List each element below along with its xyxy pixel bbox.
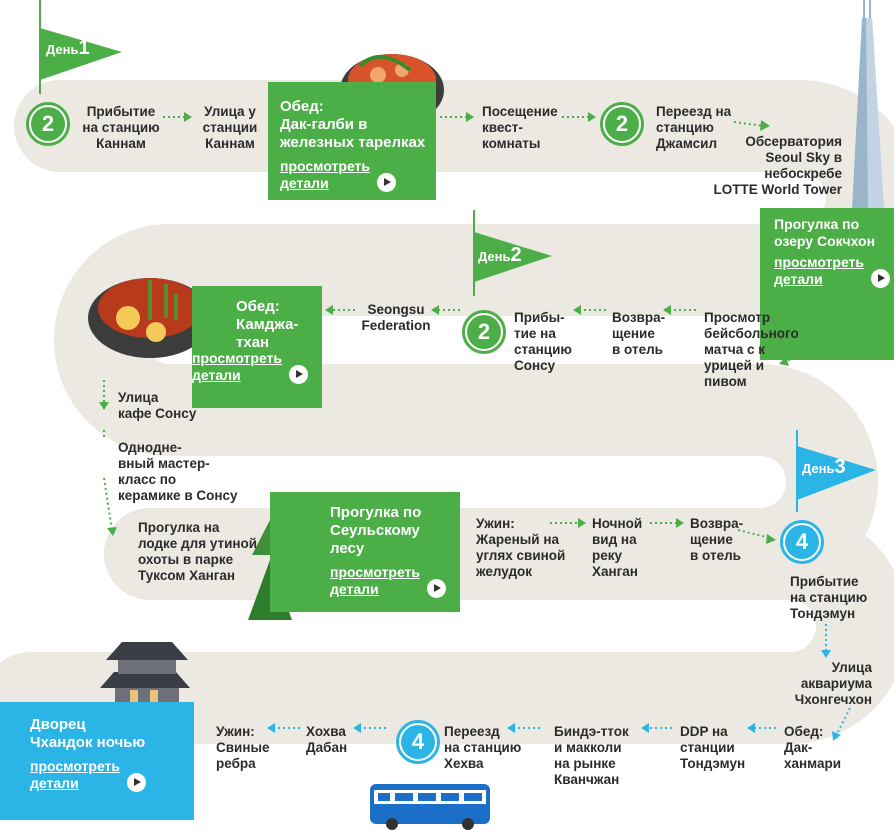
arrow-heads — [99, 112, 841, 741]
aquarium-street-label: Улица аквариума Чхонгечхон — [794, 660, 872, 707]
seongsu-federation-label: Seongsu Federation — [361, 302, 431, 333]
to-hyehwa-label: Переезд на станцию Хехва — [444, 724, 522, 771]
lotte-tower-illustration — [852, 0, 884, 210]
changdeok-details-link[interactable]: просмотреть детали — [30, 758, 148, 792]
bus-illustration — [370, 784, 490, 830]
play-icon — [127, 773, 147, 792]
line4-badge-dongdaemun: 4 — [780, 520, 824, 564]
dakhanmari-lunch-label: Обед: Дак- ханмари — [784, 724, 842, 771]
changdeok-palace-card: Дворец Чхандок ночью просмотреть детали — [0, 702, 194, 820]
line4-badge-hyehwa: 4 — [396, 720, 440, 764]
seoul-forest-title: Прогулка по Сеульскому лесу — [330, 504, 422, 557]
gamjatang-lunch-card: Обед: Камджа- тхан просмотреть детали — [192, 286, 322, 408]
cafe-street-label: Улица кафе Сонсу — [118, 390, 197, 421]
gangnam-street-label: Улица у станции Каннам — [202, 104, 258, 151]
play-icon — [871, 269, 891, 288]
baseball-label: Просмотр бейсбольного матча с к урицей и… — [704, 310, 799, 389]
play-icon — [377, 173, 397, 192]
day2-flag-label: День2 — [478, 244, 522, 266]
han-river-night-view-label: Ночной вид на реку Ханган — [592, 516, 643, 579]
day3-flag-label: День3 — [802, 456, 846, 478]
gamjatang-lunch-title: Обед: Камджа- тхан — [236, 298, 299, 351]
pottery-class-label: Однодне- вный мастер- класс по керамике … — [118, 440, 238, 503]
seoul-forest-details-link[interactable]: просмотреть детали — [330, 564, 448, 598]
ddp-label: DDP на станции Тондэмун — [680, 724, 746, 771]
gamjatang-details-link[interactable]: просмотреть детали — [192, 350, 310, 384]
seokchon-details-link[interactable]: просмотреть детали — [774, 254, 892, 288]
route-arrows — [103, 116, 851, 737]
seongsu-arrival-label: Прибы- тие на станцию Сонсу — [514, 310, 572, 373]
bindaetteok-label: Биндэ-тток и макколи на рынке Кванчжан — [554, 724, 629, 787]
dakgalbi-lunch-title: Обед: Дак-галби в железных тарелках — [280, 98, 426, 151]
ribs-dinner-label: Ужин: Свиные ребра — [216, 724, 270, 771]
route-band-lower — [0, 508, 894, 744]
day1-flag-label: День1 — [46, 37, 90, 59]
day3-flag — [796, 430, 876, 512]
pork-dinner-label: Ужин: Жареный на углях свиной желудок — [476, 516, 566, 579]
quest-room-label: Посещение квест- комнаты — [482, 104, 558, 151]
play-icon — [289, 365, 309, 384]
gamjatang-dish-illustration — [88, 278, 212, 358]
line2-badge-gangnam: 2 — [26, 102, 70, 146]
to-jamsil-label: Переезд на станцию Джамсил — [656, 104, 732, 151]
day2-flag — [473, 210, 552, 296]
day1-flag — [39, 0, 122, 94]
changdeok-palace-title: Дворец Чхандок ночью — [30, 716, 146, 751]
duck-boat-label: Прогулка на лодке для утиной охоты в пар… — [138, 520, 258, 583]
dakgalbi-lunch-card: Обед: Дак-галби в железных тарелках прос… — [268, 82, 436, 200]
seokchon-lake-title: Прогулка по озеру Сокчхон — [774, 216, 876, 249]
line2-badge-seongsu: 2 — [462, 310, 506, 354]
return-hotel-label-day2: Возвра- щение в отель — [690, 516, 744, 563]
dakgalbi-details-link[interactable]: просмотреть детали — [280, 158, 398, 192]
line2-badge-jamsil: 2 — [600, 102, 644, 146]
play-icon — [427, 579, 447, 598]
seoul-sky-label: Обсерватория Seoul Sky в небоскребе LOTT… — [713, 134, 843, 197]
return-hotel-label-day1: Возвра- щение в отель — [612, 310, 666, 357]
seoul-forest-card: Прогулка по Сеульскому лесу просмотреть … — [270, 492, 460, 612]
hohwa-daban-label: Хохва Дабан — [306, 724, 348, 755]
arrival-dongdaemun-label: Прибытие на станцию Тондэмун — [790, 574, 868, 621]
seokchon-lake-card: Прогулка по озеру Сокчхон просмотреть де… — [760, 208, 894, 360]
arrival-gangnam-label: Прибытие на станцию Каннам — [82, 104, 160, 151]
